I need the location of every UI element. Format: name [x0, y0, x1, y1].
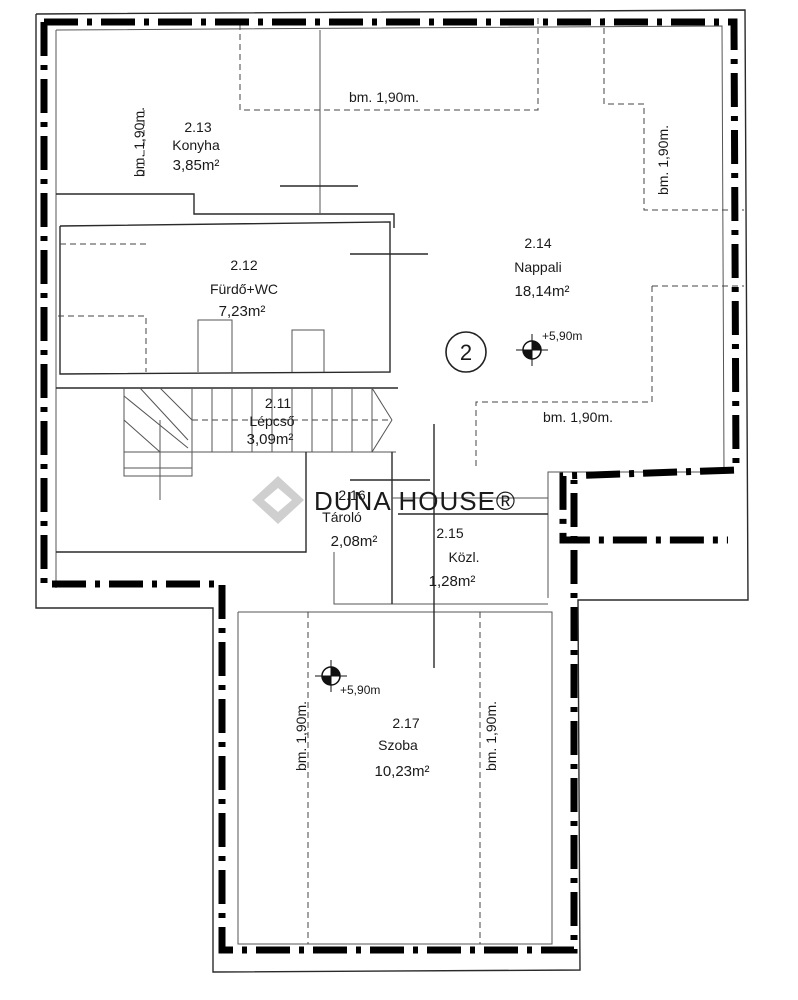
floor-marker-label: 2 — [460, 340, 472, 365]
stair-tread — [123, 419, 161, 453]
interior-walls — [56, 30, 548, 668]
room-area: 2,08m² — [331, 533, 378, 550]
room-name: Lépcső — [249, 413, 294, 429]
room-number: 2.17 — [392, 715, 419, 731]
room-number: 2.12 — [230, 257, 257, 273]
watermark-text: DUNA HOUSE® — [314, 486, 516, 516]
room-label-room: 2.17 Szoba 10,23m² — [374, 715, 429, 780]
room-label-corridor: 2.15 Közl. 1,28m² — [429, 525, 480, 590]
room-area: 10,23m² — [374, 763, 429, 780]
room-number: 2.11 — [265, 395, 291, 411]
elevation-label-room: +5,90m — [340, 683, 380, 697]
room-label-bath: 2.12 Fürdő+WC 7,23m² — [210, 257, 278, 320]
room-name: Tároló — [322, 509, 362, 525]
elevation-symbol-room: +5,90m — [315, 660, 380, 697]
room-area: 3,09m² — [247, 431, 294, 448]
stair-tread — [159, 387, 193, 421]
room-name: Közl. — [448, 549, 479, 565]
height-note-right: bm. 1,90m. — [655, 125, 671, 195]
room-area: 1,28m² — [429, 573, 476, 590]
floor-marker: 2 — [445, 331, 487, 373]
room-name: Konyha — [172, 137, 220, 153]
watermark: DUNA HOUSE® — [252, 476, 516, 524]
staircase — [123, 387, 393, 469]
room-label-living: 2.14 Nappali 18,14m² — [514, 235, 569, 300]
stair-tread — [139, 387, 189, 441]
height-note-living: bm. 1,90m. — [543, 409, 613, 425]
stair-tread — [371, 419, 393, 453]
attic-boundary — [40, 18, 740, 954]
room-name: Szoba — [378, 737, 418, 753]
room-number: 2.14 — [524, 235, 551, 251]
room-number: 2.13 — [184, 119, 211, 135]
room-name: Nappali — [514, 259, 561, 275]
room-name: Fürdő+WC — [210, 281, 278, 297]
room-label-kitchen: 2.13 Konyha 3,85m² — [172, 119, 220, 174]
room-number: 2.16 — [338, 487, 365, 503]
room-area: 18,14m² — [514, 283, 569, 300]
elevation-symbol-living: +5,90m — [516, 329, 582, 366]
room-area: 7,23m² — [219, 303, 266, 320]
elevation-label-living: +5,90m — [542, 329, 582, 343]
height-note-kitchen: bm. 1,90m. — [131, 107, 147, 177]
stair-tread — [123, 395, 189, 449]
stair-tread — [371, 387, 393, 421]
height-note-top: bm. 1,90m. — [349, 89, 419, 105]
height-note-room-left: bm. 1,90m. — [293, 701, 309, 771]
room-area: 3,85m² — [173, 157, 220, 174]
height-note-room-right: bm. 1,90m. — [483, 701, 499, 771]
height-lines — [58, 18, 744, 944]
room-label-storage: 2.16 Tároló 2,08m² — [322, 487, 377, 550]
room-number: 2.15 — [436, 525, 463, 541]
room-label-stairs: 2.11 Lépcső 3,09m² — [247, 395, 295, 448]
